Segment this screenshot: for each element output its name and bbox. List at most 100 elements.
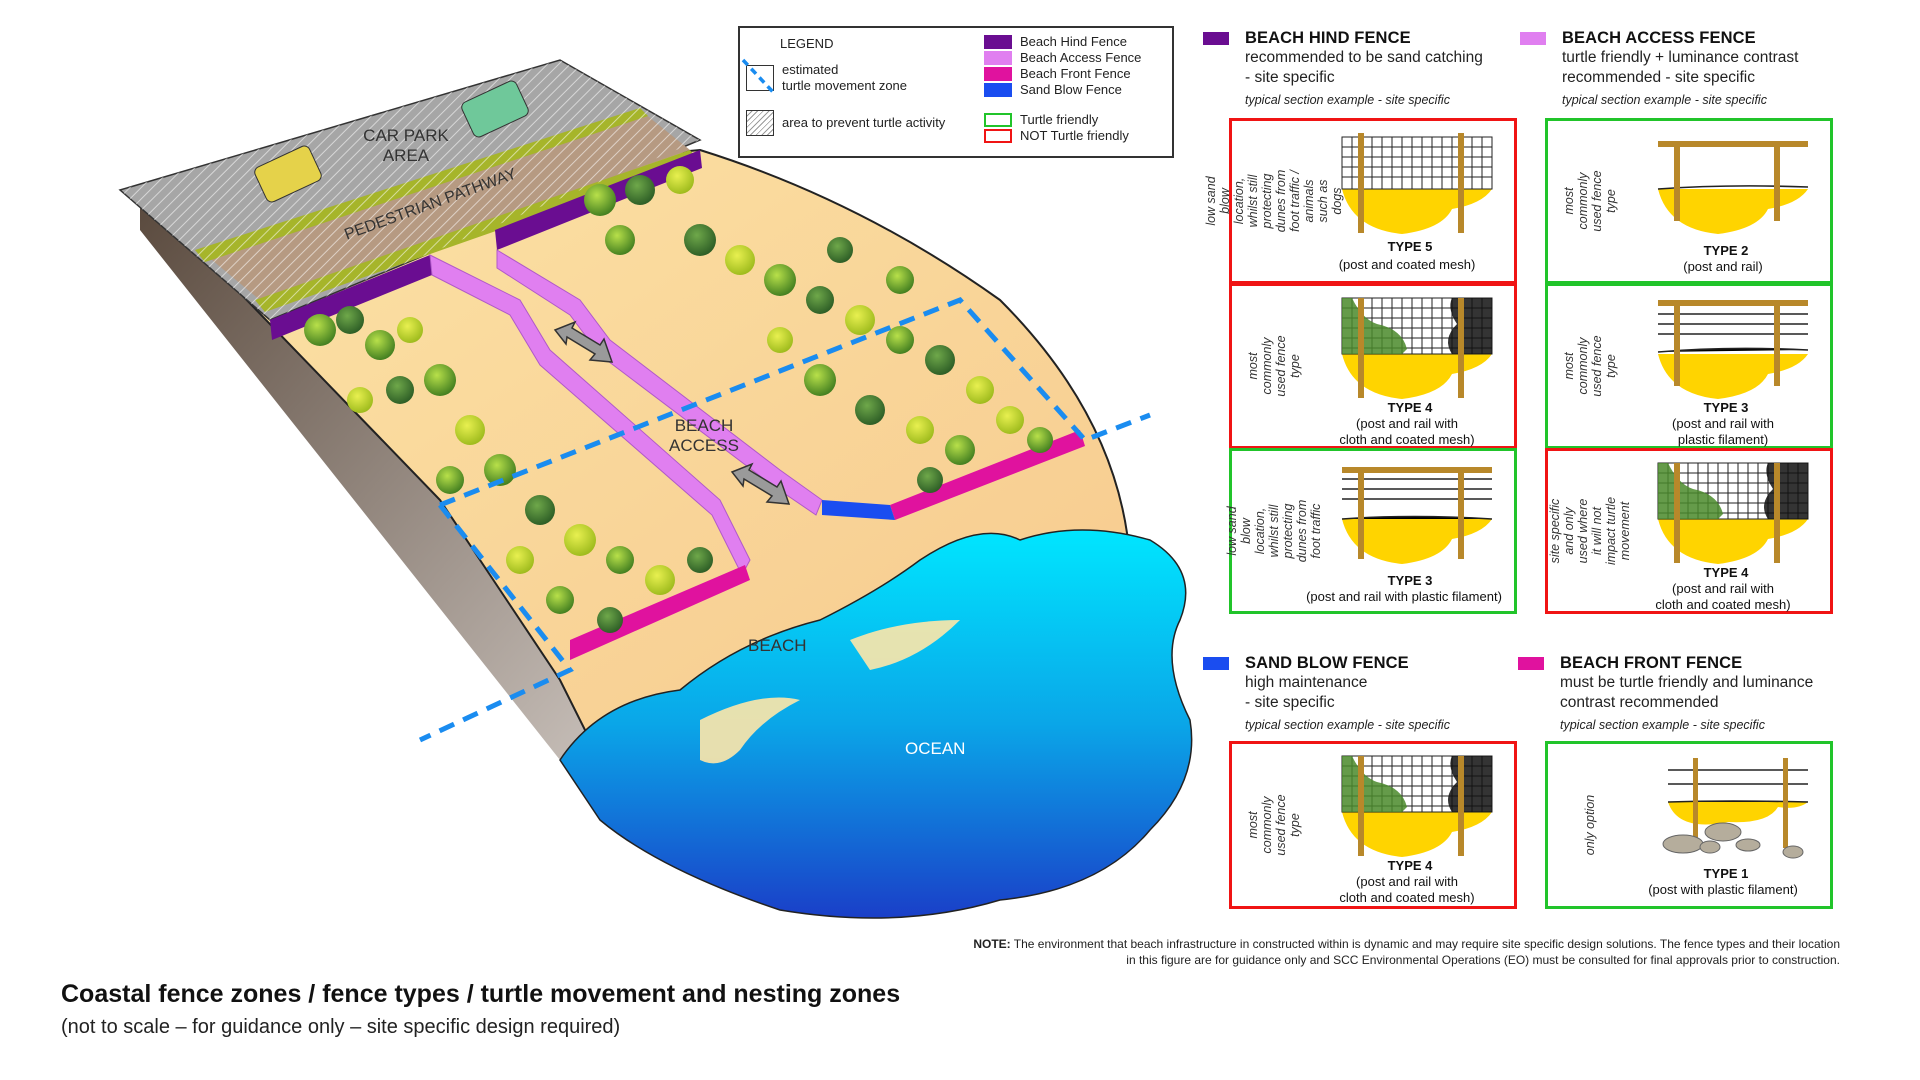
mesh-fence-drawing-icon (1341, 133, 1493, 234)
legend-label: Sand Blow Fence (1020, 82, 1122, 97)
legend-box: LEGEND estimated turtle movement zone ar… (738, 26, 1174, 158)
red-outline-icon (984, 128, 1012, 143)
fence-type-label: TYPE 3 (1703, 400, 1749, 415)
category-subtitle: typical section example - site specific (1562, 93, 1767, 107)
category-desc: - site specific (1245, 694, 1335, 711)
category-subtitle: typical section example - site specific (1560, 718, 1765, 732)
legend-item-not-turtle-friendly: NOT Turtle friendly (984, 128, 1129, 144)
legend-label: Beach Front Fence (1020, 66, 1131, 81)
fence-type-label: TYPE 2 (1703, 243, 1749, 258)
legend-item-turtle-friendly: Turtle friendly (984, 112, 1098, 128)
sand-blow-fence-swatch-icon (984, 82, 1012, 97)
fence-usage-note: low sand blow location, whilst still pro… (1204, 169, 1344, 233)
category-sand-blow-fence: SAND BLOW FENCE high maintenance - site … (1203, 654, 1523, 732)
sand-blow-fence-swatch-icon (1203, 657, 1229, 670)
turtle-movement-arrows (553, 320, 791, 505)
legend-item-turtle-zone: estimated turtle movement zone (741, 58, 908, 93)
legend-label: area to prevent turtle activity (782, 115, 946, 131)
ocean-area (559, 529, 1193, 919)
front-fence-swatch-icon (1518, 657, 1544, 670)
fence-usage-note: most commonly used fence type (1562, 335, 1618, 397)
hind-fence-swatch-icon (984, 34, 1012, 49)
fence-usage-note: most commonly used fence type (1246, 335, 1302, 397)
fence-card-access-type3: most commonly used fence type TYPE 3 (po… (1545, 283, 1833, 449)
figure-caption-subtitle: (not to scale – for guidance only – site… (61, 1016, 621, 1038)
fence-type-label: TYPE 5 (1387, 239, 1433, 254)
access-fence-swatch-icon (984, 50, 1012, 65)
fence-type-desc: (post and rail with cloth and coated mes… (1339, 416, 1475, 447)
legend-label: Beach Access Fence (1020, 50, 1142, 65)
fence-usage-note: low sand blow location, whilst still pro… (1225, 499, 1323, 563)
green-outline-icon (984, 112, 1012, 127)
fence-type-desc: (post and coated mesh) (1338, 257, 1476, 272)
category-desc: contrast recommended (1560, 694, 1719, 711)
category-title: BEACH ACCESS FENCE (1562, 29, 1756, 47)
fence-usage-note: site specific and only used where it wil… (1548, 496, 1632, 566)
category-subtitle: typical section example - site specific (1245, 718, 1450, 732)
cloth-mesh-fence-drawing-icon (1341, 297, 1493, 399)
post-filament-fence-drawing-icon (1662, 758, 1809, 859)
cliff-face (140, 200, 620, 760)
category-beach-front-fence: BEACH FRONT FENCE must be turtle friendl… (1518, 654, 1858, 732)
fence-usage-note: most commonly used fence type (1246, 794, 1302, 856)
category-title: BEACH FRONT FENCE (1560, 654, 1743, 672)
category-desc: recommended - site specific (1562, 69, 1755, 86)
post-rail-fence-drawing-icon (1657, 141, 1809, 234)
fence-card-hind-type3: low sand blow location, whilst still pro… (1225, 448, 1517, 614)
fence-card-front-type1: only option TYPE 1 (post with plastic fi… (1545, 741, 1833, 909)
fence-card-access-type4: site specific and only used where it wil… (1545, 448, 1833, 614)
coastal-scene-illustration: CAR PARK AREA PEDESTRIAN PATHWAY BEACH A… (118, 59, 1193, 919)
fence-type-label: TYPE 3 (1387, 573, 1433, 588)
legend-item-prevent-area: area to prevent turtle activity (746, 110, 945, 136)
category-desc: turtle friendly + luminance contrast (1562, 49, 1799, 66)
filament-fence-drawing-icon (1657, 300, 1809, 399)
legend-label: NOT Turtle friendly (1020, 128, 1129, 143)
fence-type-label: TYPE 4 (1703, 565, 1749, 580)
legend-item-front-fence: Beach Front Fence (984, 66, 1131, 82)
fence-card-access-type2: most commonly used fence type TYPE 2 (po… (1545, 118, 1833, 284)
fence-card-hind-type5: low sand blow location, whilst still pro… (1204, 118, 1517, 284)
category-desc: must be turtle friendly and luminance (1560, 674, 1814, 691)
cloth-mesh-fence-drawing-icon (1341, 755, 1493, 857)
filament-fence-drawing-icon (1341, 467, 1493, 564)
hatched-area-icon (746, 110, 774, 136)
fence-type-desc: (post and rail with cloth and coated mes… (1655, 581, 1791, 612)
category-beach-hind-fence: BEACH HIND FENCE recommended to be sand … (1203, 29, 1523, 107)
fence-type-label: TYPE 1 (1703, 866, 1749, 881)
cloth-mesh-fence-drawing-icon (1657, 462, 1809, 564)
fence-card-hind-type4: most commonly used fence type TYPE 4 (po… (1229, 283, 1517, 449)
scene-svg (118, 59, 1193, 919)
fence-type-desc: (post and rail with plastic filament) (1306, 589, 1502, 604)
access-fence-swatch-icon (1520, 32, 1546, 45)
category-beach-access-fence: BEACH ACCESS FENCE turtle friendly + lum… (1520, 29, 1850, 107)
fence-type-desc: (post and rail with cloth and coated mes… (1339, 874, 1475, 905)
ocean-label: OCEAN (905, 739, 966, 758)
category-desc: high maintenance (1245, 674, 1368, 691)
category-desc: - site specific (1245, 69, 1335, 86)
beach-label: BEACH (748, 636, 807, 655)
fence-type-desc: (post with plastic filament) (1648, 882, 1798, 897)
fence-usage-note: only option (1583, 794, 1597, 856)
note-text: The environment that beach infrastructur… (1013, 937, 1840, 967)
note-label: NOTE: (973, 937, 1011, 951)
legend-label: Turtle friendly (1020, 112, 1099, 127)
category-title: SAND BLOW FENCE (1245, 654, 1409, 672)
category-title: BEACH HIND FENCE (1245, 29, 1411, 47)
fence-type-label: TYPE 4 (1387, 400, 1433, 415)
turtle-zone-icon (741, 58, 775, 93)
legend-label: Beach Hind Fence (1020, 34, 1127, 49)
legend-title: LEGEND (780, 36, 834, 51)
legend-item-hind-fence: Beach Hind Fence (984, 34, 1127, 50)
figure-caption-title: Coastal fence zones / fence types / turt… (61, 980, 901, 1008)
hind-fence-swatch-icon (1203, 32, 1229, 45)
legend-item-sand-blow-fence: Sand Blow Fence (984, 82, 1122, 98)
turtle-zone-boundary (439, 297, 1151, 508)
fence-usage-note: most commonly used fence type (1562, 170, 1618, 232)
car-icon (461, 80, 529, 138)
car-icon (254, 145, 322, 203)
construction-note: NOTE: The environment that beach infrast… (970, 936, 1840, 968)
legend-label: estimated turtle movement zone (782, 62, 908, 93)
car-park-label: CAR PARK AREA (363, 126, 449, 165)
legend-item-access-fence: Beach Access Fence (984, 50, 1141, 66)
dune-vegetation (304, 166, 1053, 633)
